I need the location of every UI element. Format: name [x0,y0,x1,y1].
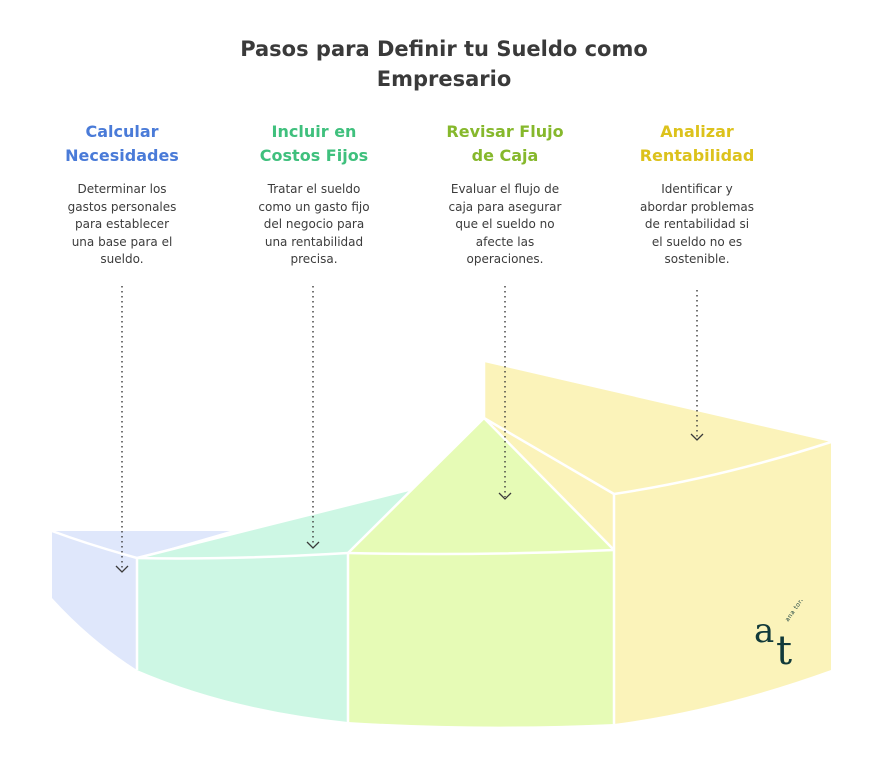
step-desc-line: que el sueldo no [455,217,555,231]
segment-incluir-side [137,553,348,722]
step-desc-line: sostenible. [664,252,730,266]
step-desc-line: Determinar los [77,182,167,196]
segment-revisar-top [348,418,614,554]
title-line-2: Empresario [376,67,512,91]
svg-text:a: a [754,611,774,651]
title-line-1: Pasos para Definir tu Sueldo como [240,37,648,61]
step-desc-calcular: Determinar los gastos personales para es… [37,181,207,269]
step-desc-line: una rentabilidad [264,234,364,249]
step-desc-line: Tratar el sueldo [267,182,361,196]
svg-text:ana torres: ana torres [784,600,810,623]
step-heading-line: Revisar Flujo [446,122,564,141]
arrow-revisar [498,492,512,500]
segment-analizar-side [614,442,831,724]
step-heading-revisar: Revisar Flujo de Caja [415,120,595,168]
step-heading-calcular: Calcular Necesidades [32,120,212,168]
step-desc-line: Identificar y [661,182,733,196]
step-desc-line: precisa. [290,252,338,266]
segment-revisar-side [348,550,614,727]
step-desc-line: gastos personales [67,199,177,214]
arrow-calcular [115,565,129,573]
step-desc-line: abordar problemas [639,199,754,214]
step-desc-incluir: Tratar el sueldo como un gasto fijo del … [229,181,399,269]
arrow-analizar [690,433,704,441]
step-desc-revisar: Evaluar el flujo de caja para asegurar q… [420,181,590,269]
step-desc-line: sueldo. [100,252,144,266]
segment-calcular-side [52,531,137,670]
brand-logo: a t ana torres [754,600,810,674]
step-heading-incluir: Incluir en Costos Fijos [224,120,404,168]
step-heading-line: Calcular [85,122,159,141]
step-desc-line: como un gasto fijo [258,199,370,214]
svg-text:t: t [776,628,792,674]
step-heading-line: de Caja [471,146,539,165]
segment-edges [51,362,832,724]
step-desc-line: afecte las [475,234,535,249]
diagram-title: Pasos para Definir tu Sueldo como Empres… [0,34,888,94]
step-heading-line: Necesidades [65,146,179,165]
segment-analizar-top [484,362,831,494]
step-heading-line: Costos Fijos [259,146,369,165]
segment-calcular-top [52,531,230,558]
step-desc-line: caja para asegurar [448,199,562,214]
arrow-incluir [306,541,320,549]
step-desc-line: el sueldo no es [651,234,743,249]
step-desc-line: operaciones. [466,252,544,266]
step-heading-analizar: Analizar Rentabilidad [607,120,787,168]
step-desc-line: Evaluar el flujo de [450,182,560,196]
step-heading-line: Rentabilidad [639,146,755,165]
step-desc-line: del negocio para [263,217,365,231]
step-desc-line: para establecer [74,217,169,231]
step-desc-line: una base para el [71,234,173,249]
step-heading-line: Analizar [660,122,734,141]
step-desc-analizar: Identificar y abordar problemas de renta… [612,181,782,269]
step-desc-line: de rentabilidad si [644,217,750,231]
step-heading-line: Incluir en [271,122,357,141]
